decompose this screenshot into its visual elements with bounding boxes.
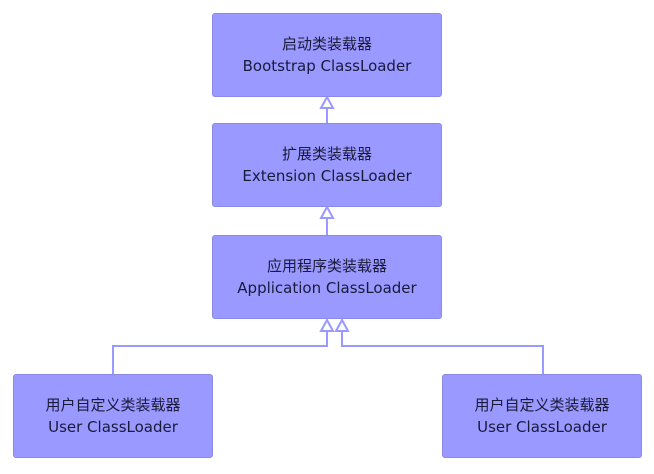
arrowhead-application-left [319, 317, 335, 332]
extension-cn-label: 扩展类装载器 [281, 145, 372, 163]
user-left-en-label: User ClassLoader [48, 418, 178, 436]
edge-user-right-to-application [341, 331, 544, 374]
user-right-en-label: User ClassLoader [477, 418, 607, 436]
edge-user-left-to-application [112, 331, 328, 374]
bootstrap-classloader-node: 启动类装载器 Bootstrap ClassLoader [212, 13, 442, 97]
application-classloader-node: 应用程序类装载器 Application ClassLoader [212, 235, 442, 319]
application-cn-label: 应用程序类装载器 [266, 257, 387, 275]
user-left-cn-label: 用户自定义类装载器 [45, 396, 181, 414]
extension-classloader-node: 扩展类装载器 Extension ClassLoader [212, 123, 442, 207]
arrowhead-bootstrap [319, 94, 335, 109]
application-en-label: Application ClassLoader [237, 279, 417, 297]
arrowhead-extension [319, 204, 335, 219]
user-right-cn-label: 用户自定义类装载器 [474, 396, 610, 414]
extension-en-label: Extension ClassLoader [242, 167, 412, 185]
arrowhead-application-right [334, 317, 350, 332]
user-classloader-node-left: 用户自定义类装载器 User ClassLoader [13, 374, 213, 458]
user-classloader-node-right: 用户自定义类装载器 User ClassLoader [442, 374, 642, 458]
bootstrap-cn-label: 启动类装载器 [281, 35, 372, 53]
bootstrap-en-label: Bootstrap ClassLoader [242, 57, 412, 75]
